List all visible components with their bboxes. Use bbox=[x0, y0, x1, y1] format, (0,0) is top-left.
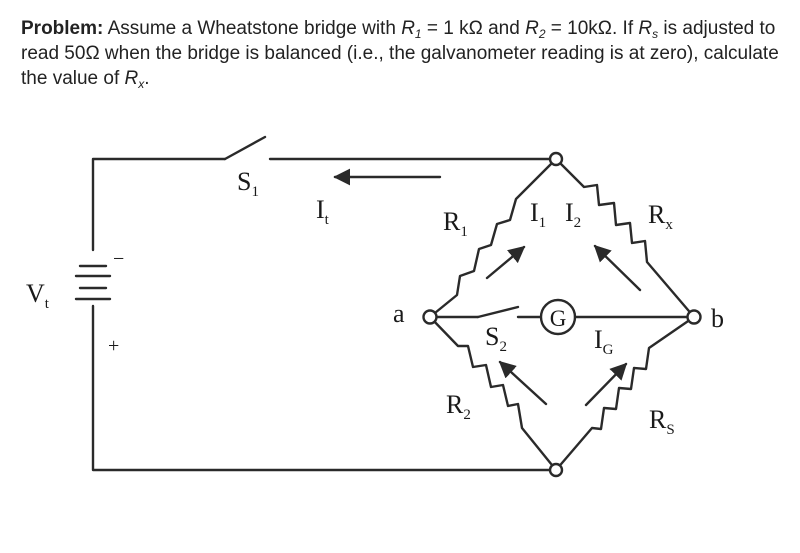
label-ig: IG bbox=[594, 325, 614, 358]
r2-symbol: R2 bbox=[525, 18, 546, 41]
r1-symbol: R1 bbox=[401, 18, 422, 41]
rs-symbol: Rs bbox=[638, 18, 659, 41]
label-it: It bbox=[316, 195, 330, 228]
label-node-b: b bbox=[711, 304, 724, 333]
wire-bottom bbox=[91, 304, 558, 472]
label-s2: S2 bbox=[485, 322, 507, 355]
problem-text-2: = 1 kΩ and bbox=[421, 18, 526, 39]
problem-statement: Problem: Assume a Wheatstone bridge with… bbox=[21, 16, 786, 91]
problem-text-3: = 10kΩ. If bbox=[545, 18, 639, 39]
r1-adjust-arrow bbox=[485, 245, 526, 280]
rs-adjust-arrow bbox=[584, 362, 628, 407]
node-bottom bbox=[548, 462, 564, 478]
node-a bbox=[422, 309, 438, 325]
r2-adjust-arrow bbox=[498, 360, 548, 406]
problem-lead: Problem: bbox=[21, 18, 104, 39]
label-polarity-minus: − bbox=[113, 248, 124, 270]
resistor-rx bbox=[554, 157, 696, 319]
problem-text-4: is adjusted to read 50Ω when the bridge … bbox=[21, 18, 779, 89]
label-i1: I1 bbox=[530, 198, 546, 231]
resistor-r2 bbox=[428, 315, 558, 472]
problem-text-5: . bbox=[144, 68, 150, 89]
label-r1: R1 bbox=[443, 207, 468, 240]
label-rx: Rx bbox=[648, 200, 673, 233]
label-polarity-plus: + bbox=[108, 335, 119, 357]
label-node-a: a bbox=[393, 299, 405, 328]
switch-s2-blade bbox=[476, 305, 520, 319]
label-i2: I2 bbox=[565, 198, 581, 231]
node-top bbox=[548, 151, 564, 167]
switch-s1-blade bbox=[223, 135, 267, 161]
node-b bbox=[686, 309, 702, 325]
label-s1: S1 bbox=[237, 167, 259, 200]
problem-text-1: Assume a Wheatstone bridge with bbox=[103, 18, 402, 39]
label-galvanometer: G bbox=[550, 306, 567, 331]
battery bbox=[74, 264, 112, 301]
label-rs: RS bbox=[649, 405, 675, 438]
resistor-rs bbox=[554, 315, 696, 472]
rx-symbol: Rx bbox=[124, 68, 145, 91]
wire-top-left bbox=[91, 157, 227, 252]
label-r2: R2 bbox=[446, 390, 471, 423]
resistor-r1 bbox=[428, 157, 558, 319]
rx-adjust-arrow bbox=[593, 244, 642, 292]
label-vt: Vt bbox=[26, 279, 50, 312]
